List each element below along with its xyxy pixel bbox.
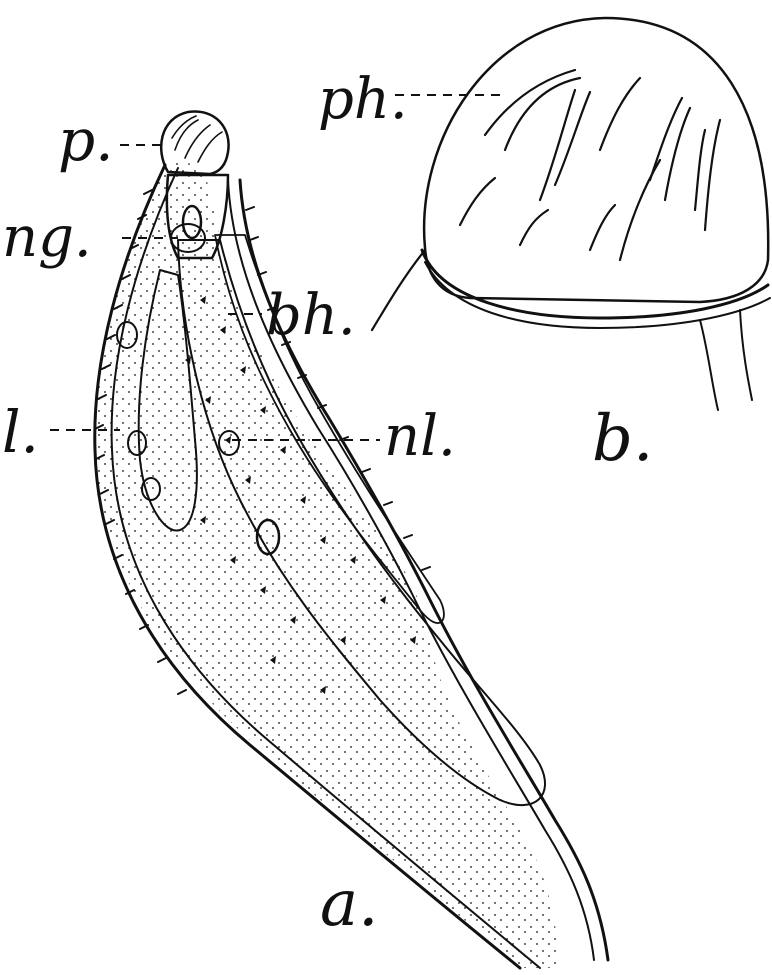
label-p: p. [58,106,114,174]
body-wall [94,160,560,968]
proboscis-dome [424,18,768,302]
panel-label-b: b. [592,402,653,476]
label-nl: nl. [384,404,456,469]
panel-a-worm-anterior [94,111,608,968]
panel-b-proboscis-closeup [372,18,770,410]
proboscis-hooks [460,70,720,260]
label-ng: ng. [2,205,92,270]
label-l: l. [2,398,39,466]
label-ph: ph. [318,67,408,132]
label-bh: bh. [266,283,356,348]
proboscis-collar [422,250,768,318]
panel-label-a: a. [320,867,379,941]
